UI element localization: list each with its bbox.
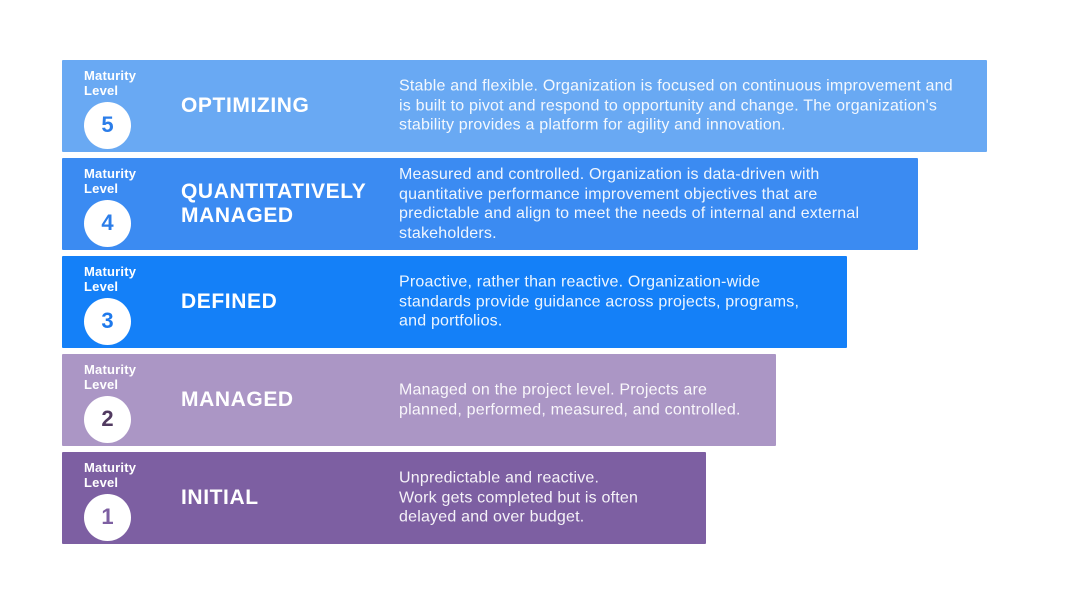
level-badge: Maturity Level 2 [84,362,164,443]
maturity-level-row-1: Maturity Level 1 INITIAL Unpredictable a… [62,452,706,544]
level-name: OPTIMIZING [181,93,310,117]
level-name: QUANTITATIVELY MANAGED [181,179,366,227]
level-number: 4 [101,210,114,236]
level-number-circle: 2 [84,395,131,443]
level-name: MANAGED [181,387,294,411]
level-number: 3 [101,308,114,334]
level-number-circle: 1 [84,493,131,541]
level-number: 1 [101,504,114,530]
level-number-circle: 5 [84,101,131,149]
maturity-level-label: Maturity Level [84,264,137,295]
level-badge: Maturity Level 5 [84,68,164,149]
maturity-level-row-3: Maturity Level 3 DEFINED Proactive, rath… [62,256,847,348]
level-number: 2 [101,406,114,432]
level-name: DEFINED [181,289,278,313]
level-description: Stable and flexible. Organization is foc… [399,77,953,134]
maturity-level-label: Maturity Level [84,460,137,491]
level-number: 5 [101,112,114,138]
level-description: Proactive, rather than reactive. Organiz… [399,273,800,330]
maturity-pyramid: Maturity Level 5 OPTIMIZING Stable and f… [62,60,987,544]
level-number-circle: 3 [84,297,131,345]
level-badge: Maturity Level 3 [84,264,164,345]
maturity-level-row-2: Maturity Level 2 MANAGED Managed on the … [62,354,776,446]
level-description: Measured and controlled. Organization is… [399,165,860,242]
level-badge: Maturity Level 4 [84,166,164,247]
maturity-level-row-4: Maturity Level 4 QUANTITATIVELY MANAGED … [62,158,918,250]
maturity-level-label: Maturity Level [84,68,137,99]
level-number-circle: 4 [84,199,131,247]
level-description: Managed on the project level. Projects a… [399,381,741,418]
maturity-level-label: Maturity Level [84,362,137,393]
level-name: INITIAL [181,485,259,509]
maturity-level-label: Maturity Level [84,166,137,197]
level-description: Unpredictable and reactive. Work gets co… [399,469,639,526]
level-badge: Maturity Level 1 [84,460,164,541]
maturity-level-row-5: Maturity Level 5 OPTIMIZING Stable and f… [62,60,987,152]
